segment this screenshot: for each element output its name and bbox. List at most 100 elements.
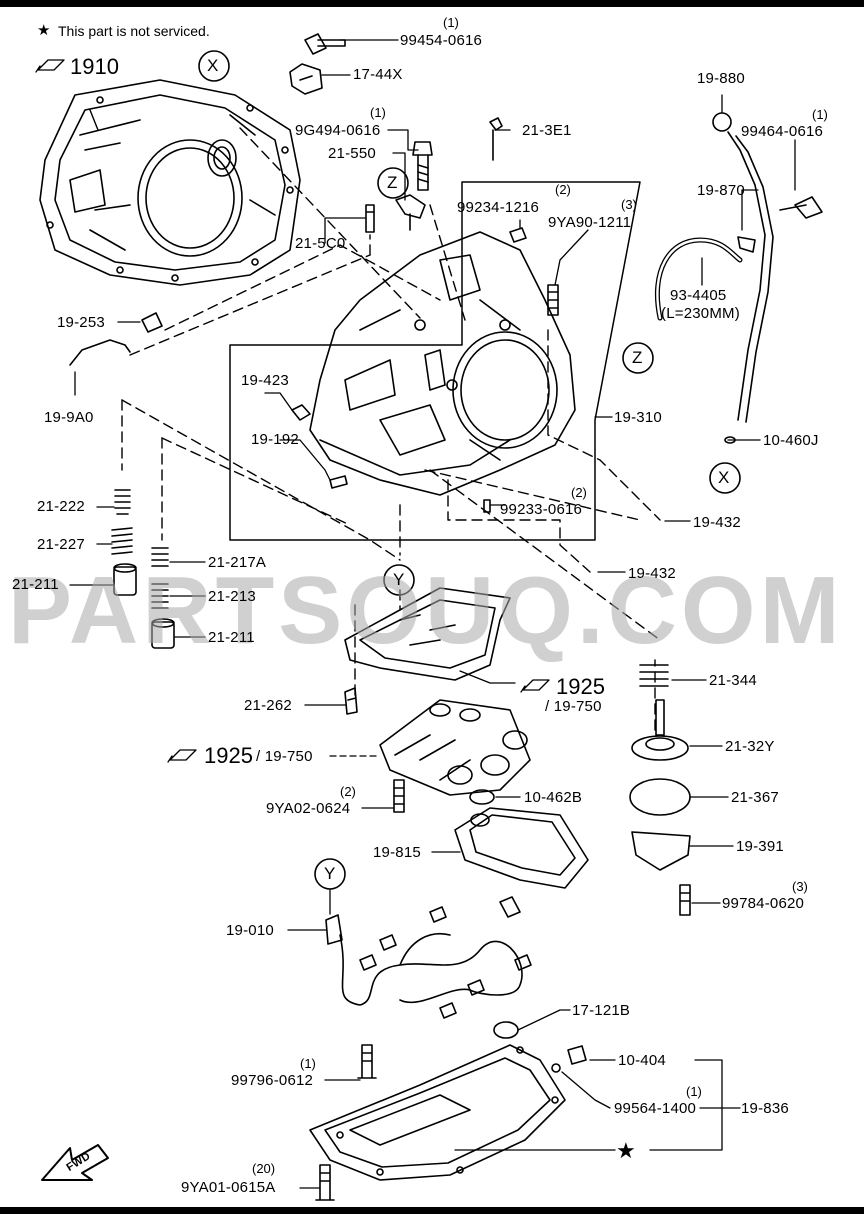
label-19-432-lower: 19-432 xyxy=(628,565,676,582)
plug-99233-drawing xyxy=(483,499,491,513)
bolt-9ya01-drawing xyxy=(315,1164,335,1201)
leader-lines xyxy=(69,39,796,1189)
plug-19-253-drawing xyxy=(141,312,163,333)
label-21-217a: 21-217A xyxy=(208,554,267,571)
qty-99234: (2) xyxy=(555,182,571,197)
piston-21-211b-drawing xyxy=(151,618,175,649)
label-19-391: 19-391 xyxy=(736,838,784,855)
label-9ya02-0624: 9YA02-0624 xyxy=(266,800,351,817)
label-21-344: 21-344 xyxy=(709,672,757,689)
spring-21-344-drawing xyxy=(639,664,669,687)
pin-21-3e1-drawing xyxy=(489,117,503,161)
plug-99234-drawing xyxy=(509,227,527,243)
top-border xyxy=(0,0,864,7)
seal-21-367-drawing xyxy=(629,778,691,816)
spring-21-213-drawing xyxy=(151,583,169,609)
stud-21-5c0-drawing xyxy=(365,204,375,233)
bottom-border xyxy=(0,1207,864,1214)
ref-letter-y-low: Y xyxy=(324,864,336,883)
label-99784-0620: 99784-0620 xyxy=(722,895,805,912)
label-17-44x: 17-44X xyxy=(353,66,403,83)
part-19-423-drawing xyxy=(291,404,311,421)
grommet-17-121b-drawing xyxy=(493,1021,519,1039)
spring-21-222-drawing xyxy=(114,489,131,515)
watermark: PARTSOUQ.COM xyxy=(8,557,844,664)
label-99464-0616: 99464-0616 xyxy=(741,123,824,140)
dashed-guide-lines xyxy=(121,127,661,731)
qty-99464: (1) xyxy=(812,107,828,122)
ref-circle-z-right xyxy=(622,342,654,374)
label-21-3e1: 21-3E1 xyxy=(522,122,572,139)
label-21-262: 21-262 xyxy=(244,697,292,714)
bolt-99464-drawing xyxy=(779,196,823,219)
pencil-icon-1925a xyxy=(520,679,550,693)
valve-body-drawing xyxy=(379,699,531,796)
spring-21-217a-drawing xyxy=(151,547,169,567)
label-19-010: 19-010 xyxy=(226,922,274,939)
label-99233-0616: 99233-0616 xyxy=(500,501,583,518)
label-10-404: 10-404 xyxy=(618,1052,666,1069)
dipstick-drawing xyxy=(712,112,774,423)
qty-99233: (2) xyxy=(571,485,587,500)
ref-1925-lower-sub: / 19-750 xyxy=(256,748,313,765)
ref-letter-y-mid: Y xyxy=(393,570,405,589)
qty-9g494: (1) xyxy=(370,105,386,120)
label-21-222: 21-222 xyxy=(37,498,85,515)
qty-9ya02: (2) xyxy=(340,784,356,799)
oil-pan-drawing xyxy=(309,1044,566,1181)
pencil-icon-1925b xyxy=(167,749,197,763)
ref-1925-upper: 1925 xyxy=(556,674,605,699)
sensor-17-44x-drawing xyxy=(289,63,323,95)
filter-19-815-drawing xyxy=(454,807,589,889)
ref-letter-z-right: Z xyxy=(632,348,643,367)
cover-19-391-drawing xyxy=(631,831,691,871)
clutch-housing-drawing xyxy=(39,79,301,286)
label-21-32y: 21-32Y xyxy=(725,738,775,755)
wiring-harness-drawing xyxy=(325,896,532,1019)
label-99564-1400: 99564-1400 xyxy=(614,1100,697,1117)
label-21-213: 21-213 xyxy=(208,588,256,605)
label-19-880: 19-880 xyxy=(697,70,745,87)
label-19-423: 19-423 xyxy=(241,372,289,389)
washer-99564-drawing xyxy=(551,1063,561,1073)
ref-circle-y-low xyxy=(314,858,346,890)
pencil-icon-1910 xyxy=(35,59,65,73)
label-19-836: 19-836 xyxy=(741,1100,789,1117)
label-99234-1216: 99234-1216 xyxy=(457,199,540,216)
label-19-432-upper: 19-432 xyxy=(693,514,741,531)
ref-letter-z-left: Z xyxy=(387,173,398,192)
label-21-211-left: 21-211 xyxy=(12,576,59,593)
piston-21-211a-drawing xyxy=(113,563,137,596)
label-99796-0612: 99796-0612 xyxy=(231,1072,314,1089)
clip-21-550-drawing xyxy=(395,194,426,231)
spring-21-227-drawing xyxy=(111,527,133,555)
bolt-9ya02-drawing xyxy=(393,779,405,813)
ref-circle-x-right xyxy=(709,462,741,494)
ref-circle-z-left xyxy=(377,167,409,199)
label-21-227: 21-227 xyxy=(37,536,85,553)
bolt-99454-drawing xyxy=(304,33,346,55)
label-9ya01-0615a: 9YA01-0615A xyxy=(181,1179,276,1196)
star-marker-icon: ★ xyxy=(616,1139,636,1164)
separator-plate-drawing xyxy=(344,587,511,681)
note-text: This part is not serviced. xyxy=(58,23,210,39)
label-93-4405: 93-4405 xyxy=(670,287,727,304)
label-21-550: 21-550 xyxy=(328,145,376,162)
label-17-121b: 17-121B xyxy=(572,1002,631,1019)
qty-9ya01: (20) xyxy=(252,1161,276,1176)
label-21-211-right: 21-211 xyxy=(208,629,255,646)
label-10-460j: 10-460J xyxy=(763,432,819,449)
label-19-870: 19-870 xyxy=(697,182,745,199)
label-21-367: 21-367 xyxy=(731,789,779,806)
part-19-192-drawing xyxy=(329,475,348,489)
label-19-815: 19-815 xyxy=(373,844,421,861)
label-93-4405-length: (L=230MM) xyxy=(661,305,740,322)
label-19-310: 19-310 xyxy=(614,409,662,426)
label-9ya90-1211: 9YA90-1211 xyxy=(548,214,632,231)
fwd-arrow-icon xyxy=(41,1144,109,1181)
bolt-9g494-drawing xyxy=(412,141,433,191)
qty-99796: (1) xyxy=(300,1056,316,1071)
ref-circle-x-top xyxy=(198,50,230,82)
stud-9ya90-drawing xyxy=(547,284,559,316)
